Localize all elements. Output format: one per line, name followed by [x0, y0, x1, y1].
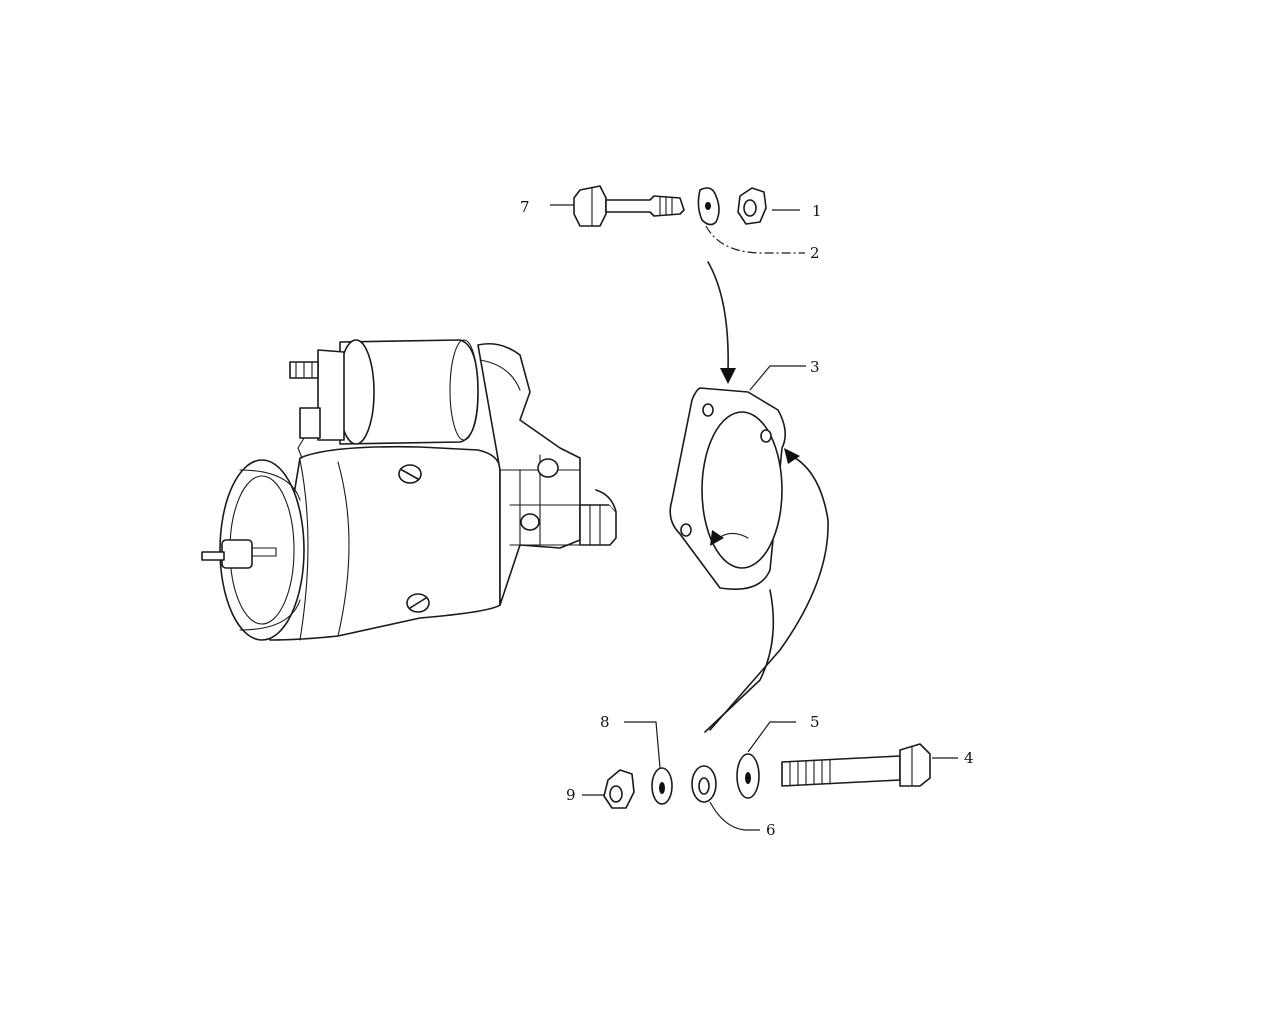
label-part-6: 6 — [766, 821, 776, 839]
part-3-gasket-plate — [669, 365, 806, 590]
label-part-1: 1 — [812, 202, 822, 220]
label-part-5: 5 — [810, 713, 820, 731]
label-part-7: 7 — [520, 198, 530, 216]
part-9-nut — [582, 769, 635, 809]
assembly-arrow-top — [707, 261, 736, 384]
part-4-bolt-long — [781, 743, 958, 787]
part-8-washer — [624, 721, 673, 805]
label-part-4: 4 — [964, 749, 974, 767]
callout-labels: 7 1 2 3 5 4 8 9 6 — [520, 198, 974, 839]
part-7-stud-bolt — [550, 185, 685, 227]
label-part-3: 3 — [810, 358, 820, 376]
part-2-lock-washer — [697, 187, 805, 254]
part-6-washer — [691, 765, 760, 831]
starter-motor — [201, 339, 617, 641]
part-1-nut — [737, 187, 800, 225]
label-part-9: 9 — [566, 786, 576, 804]
assembly-arrows-bottom — [704, 448, 829, 733]
label-part-8: 8 — [600, 713, 610, 731]
part-5-washer-flat — [736, 721, 796, 799]
label-part-2: 2 — [810, 244, 820, 262]
